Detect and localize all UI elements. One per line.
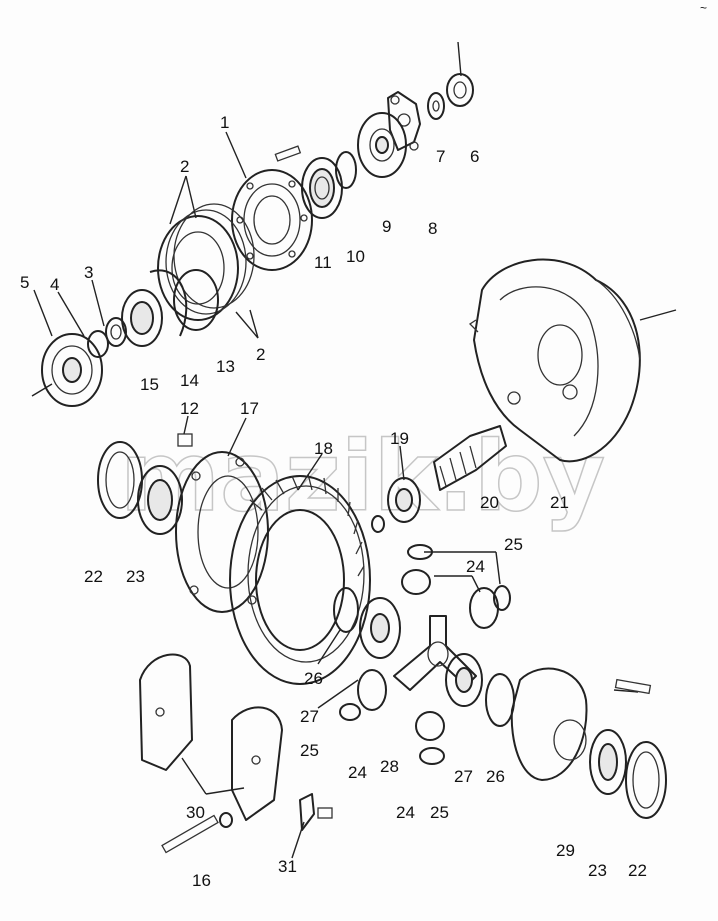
part-31-lock-plate	[299, 793, 333, 831]
label-10: 10	[346, 247, 365, 266]
small-ring	[371, 515, 385, 533]
part-9-flange	[357, 112, 407, 178]
leader-lines	[33, 131, 501, 859]
part-16-bolt	[161, 812, 233, 854]
label-2-top: 2	[180, 157, 189, 176]
label-26-right: 26	[486, 767, 505, 786]
label-24-top: 24	[466, 557, 485, 576]
label-9: 9	[382, 217, 391, 236]
part-5-flange	[31, 333, 103, 407]
part-27-side-gear-right	[445, 653, 483, 707]
part-6-nut	[446, 41, 474, 107]
label-22-right: 22	[628, 861, 647, 880]
label-27-right: 27	[454, 767, 473, 786]
label-4: 4	[50, 275, 59, 294]
label-24-bottom: 24	[396, 803, 415, 822]
part-18-ring-gear	[229, 473, 371, 685]
part-23-right-bearing	[589, 729, 627, 795]
label-19: 19	[390, 429, 409, 448]
label-26-left: 26	[304, 669, 323, 688]
label-24-mid: 24	[348, 763, 367, 782]
label-20: 20	[480, 493, 499, 512]
label-22-left: 22	[84, 567, 103, 586]
part-8-flange	[387, 91, 421, 151]
label-21: 21	[550, 493, 569, 512]
part-26-thrust-washer-right	[485, 673, 515, 727]
part-3-spacer	[105, 317, 127, 347]
part-13-cup	[173, 269, 219, 331]
part-14-snap-ring	[149, 269, 188, 337]
label-25-bottom: 25	[430, 803, 449, 822]
label-8: 8	[428, 219, 437, 238]
part-1-bearing-cage	[231, 169, 313, 271]
label-18: 18	[314, 439, 333, 458]
part-22-right-ring	[625, 741, 667, 819]
part-29-case-half	[510, 667, 652, 781]
label-27-left: 27	[300, 707, 319, 726]
label-31: 31	[278, 857, 297, 876]
part-26-thrust-washer-left	[333, 587, 359, 633]
label-25-top: 25	[504, 535, 523, 554]
part-20-pinion	[433, 425, 507, 491]
label-3: 3	[84, 263, 93, 282]
label-12: 12	[180, 399, 199, 418]
label-30: 30	[186, 803, 205, 822]
part-30-bearing-caps	[139, 653, 283, 821]
part-labels: 1 2 2 3 4 5 6 7 8 9 10 11 12 13 14 15 16…	[20, 113, 647, 890]
label-13: 13	[216, 357, 235, 376]
bolt-small	[274, 145, 302, 162]
part-12-bolt	[177, 433, 193, 447]
label-23-left: 23	[126, 567, 145, 586]
label-11: 11	[314, 253, 332, 272]
label-16: 16	[192, 871, 211, 890]
part-11-seal	[301, 157, 343, 219]
label-6: 6	[470, 147, 479, 166]
part-15-bearing	[121, 289, 163, 347]
label-23-right: 23	[588, 861, 607, 880]
label-29: 29	[556, 841, 575, 860]
label-15: 15	[140, 375, 159, 394]
part-23-left-bearing	[137, 465, 183, 535]
part-24-pinion-gears	[357, 569, 499, 741]
part-25-thrust-washers	[339, 544, 511, 765]
part-2-shims	[157, 203, 255, 321]
part-21-carrier-housing	[468, 258, 677, 463]
corner-mark: ~	[700, 1, 707, 15]
part-19-bearing	[387, 477, 421, 523]
part-10-ring	[335, 151, 357, 189]
label-17: 17	[240, 399, 259, 418]
label-7: 7	[436, 147, 445, 166]
label-2-bottom: 2	[256, 345, 265, 364]
label-5: 5	[20, 273, 29, 292]
label-1: 1	[220, 113, 229, 132]
part-4-washer	[87, 330, 109, 358]
part-7-washer	[427, 92, 445, 120]
label-28: 28	[380, 757, 399, 776]
label-14: 14	[180, 371, 199, 390]
part-27-side-gear-left	[359, 597, 401, 659]
part-28-spider	[393, 615, 477, 691]
label-25-mid: 25	[300, 741, 319, 760]
